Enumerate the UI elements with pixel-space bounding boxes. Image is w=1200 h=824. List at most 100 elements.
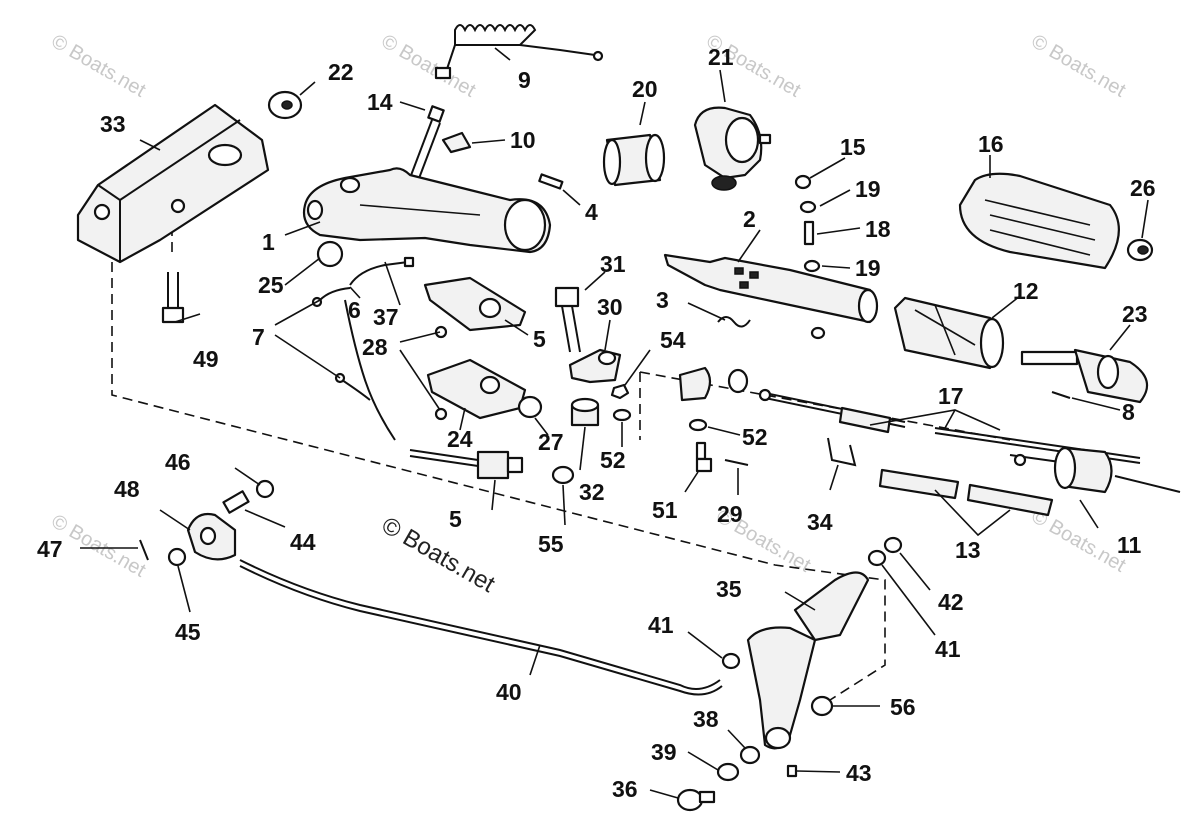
callout-14: 14	[367, 89, 393, 115]
part-42-nut	[883, 536, 903, 554]
callout-45: 45	[175, 619, 201, 645]
callout-40: 40	[496, 679, 522, 705]
part-35-lever	[746, 571, 870, 750]
part-1-tiller-arm	[302, 167, 552, 254]
part-31-bolt	[554, 286, 581, 353]
callout-27: 27	[538, 429, 564, 455]
part-40-rod	[239, 559, 723, 696]
callout-41a: 41	[648, 612, 674, 638]
callout-17: 17	[938, 383, 964, 409]
part-30-bracket	[568, 348, 622, 384]
part-12-grip-inner	[893, 296, 1005, 370]
callout-33: 33	[100, 111, 126, 137]
leader-lines	[80, 47, 1149, 799]
callout-6: 6	[348, 297, 361, 323]
callout-46: 46	[165, 449, 191, 475]
callout-36: 36	[612, 776, 638, 802]
callout-32: 32	[579, 479, 605, 505]
part-cable-anchor	[678, 366, 749, 402]
part-44-bolt	[222, 490, 250, 514]
part-27-bushing	[517, 395, 543, 419]
callout-37: 37	[373, 304, 399, 330]
callout-labels: 22 33 14 9 10 4 1 20 21 15 19 18 19 2 16…	[37, 44, 1156, 802]
part-36-bolt	[676, 788, 716, 812]
part-47-pin	[139, 539, 149, 561]
part-16-grip	[958, 172, 1120, 270]
part-14-bolt	[409, 105, 445, 182]
callout-10: 10	[510, 127, 536, 153]
part-37-wire	[349, 256, 415, 286]
callout-19b: 19	[855, 255, 881, 281]
callout-47: 47	[37, 536, 63, 562]
part-9-spring	[434, 24, 604, 80]
part-49-bolt	[161, 272, 185, 324]
callout-30: 30	[597, 294, 623, 320]
callout-24: 24	[447, 426, 473, 452]
part-55-nut	[551, 465, 575, 485]
callout-8: 8	[1122, 399, 1135, 425]
callout-22: 22	[328, 59, 354, 85]
callout-2: 2	[743, 206, 756, 232]
part-56-washer	[810, 695, 834, 717]
part-41-washer-left	[721, 652, 741, 670]
watermark: © Boats.net	[378, 30, 480, 102]
part-20-sleeve	[602, 133, 666, 187]
callout-38: 38	[693, 706, 719, 732]
part-46-nut	[255, 479, 275, 499]
callout-35: 35	[716, 576, 742, 602]
callout-55: 55	[538, 531, 564, 557]
callout-3: 3	[656, 287, 669, 313]
part-39-washer	[716, 762, 740, 782]
callout-52a: 52	[600, 447, 626, 473]
callout-54: 54	[660, 327, 686, 353]
callout-9: 9	[518, 67, 531, 93]
part-23-switch	[1020, 348, 1149, 404]
callout-16: 16	[978, 131, 1004, 157]
part-54-nut	[610, 383, 630, 400]
callout-43: 43	[846, 760, 872, 786]
part-48-eye	[186, 512, 237, 561]
part-52-washers	[612, 408, 708, 432]
part-21-housing	[693, 106, 772, 191]
callout-18: 18	[865, 216, 891, 242]
watermark: © Boats.net	[48, 510, 150, 582]
callout-44: 44	[290, 529, 316, 555]
part-26-cap	[1126, 238, 1154, 262]
part-22-cap	[267, 90, 303, 120]
watermark: © Boats.net	[1028, 30, 1130, 102]
callout-12: 12	[1013, 278, 1039, 304]
callout-28: 28	[362, 334, 388, 360]
part-51-stud	[695, 441, 713, 473]
callout-11: 11	[1117, 532, 1142, 558]
part-38-bushing	[739, 745, 761, 765]
part-3-spring	[717, 316, 751, 328]
part-18-screw	[803, 220, 815, 246]
callout-56: 56	[890, 694, 916, 720]
part-2-shaft	[663, 253, 879, 340]
part-32-spacer	[570, 397, 600, 427]
part-25-ring	[316, 240, 344, 268]
callout-49: 49	[193, 346, 219, 372]
part-10-clip	[441, 131, 472, 154]
part-11-cable-end	[1009, 446, 1181, 494]
callout-31: 31	[600, 251, 626, 277]
callout-48: 48	[114, 476, 140, 502]
part-19-washer-top	[799, 200, 817, 214]
callout-25: 25	[258, 272, 284, 298]
part-4-pin	[538, 173, 564, 190]
callout-51: 51	[652, 497, 678, 523]
callout-41b: 41	[935, 636, 961, 662]
callout-4: 4	[585, 199, 598, 225]
callout-42: 42	[938, 589, 964, 615]
part-29-cotter	[724, 459, 749, 466]
part-8-screw	[1051, 391, 1071, 399]
callout-39: 39	[651, 739, 677, 765]
part-5-bracket-upper	[423, 276, 527, 332]
callout-5a: 5	[533, 326, 546, 352]
part-19-washer-bottom	[803, 259, 821, 273]
part-41-washer-right	[867, 549, 887, 567]
callout-34: 34	[807, 509, 833, 535]
part-43-fitting	[786, 764, 798, 778]
